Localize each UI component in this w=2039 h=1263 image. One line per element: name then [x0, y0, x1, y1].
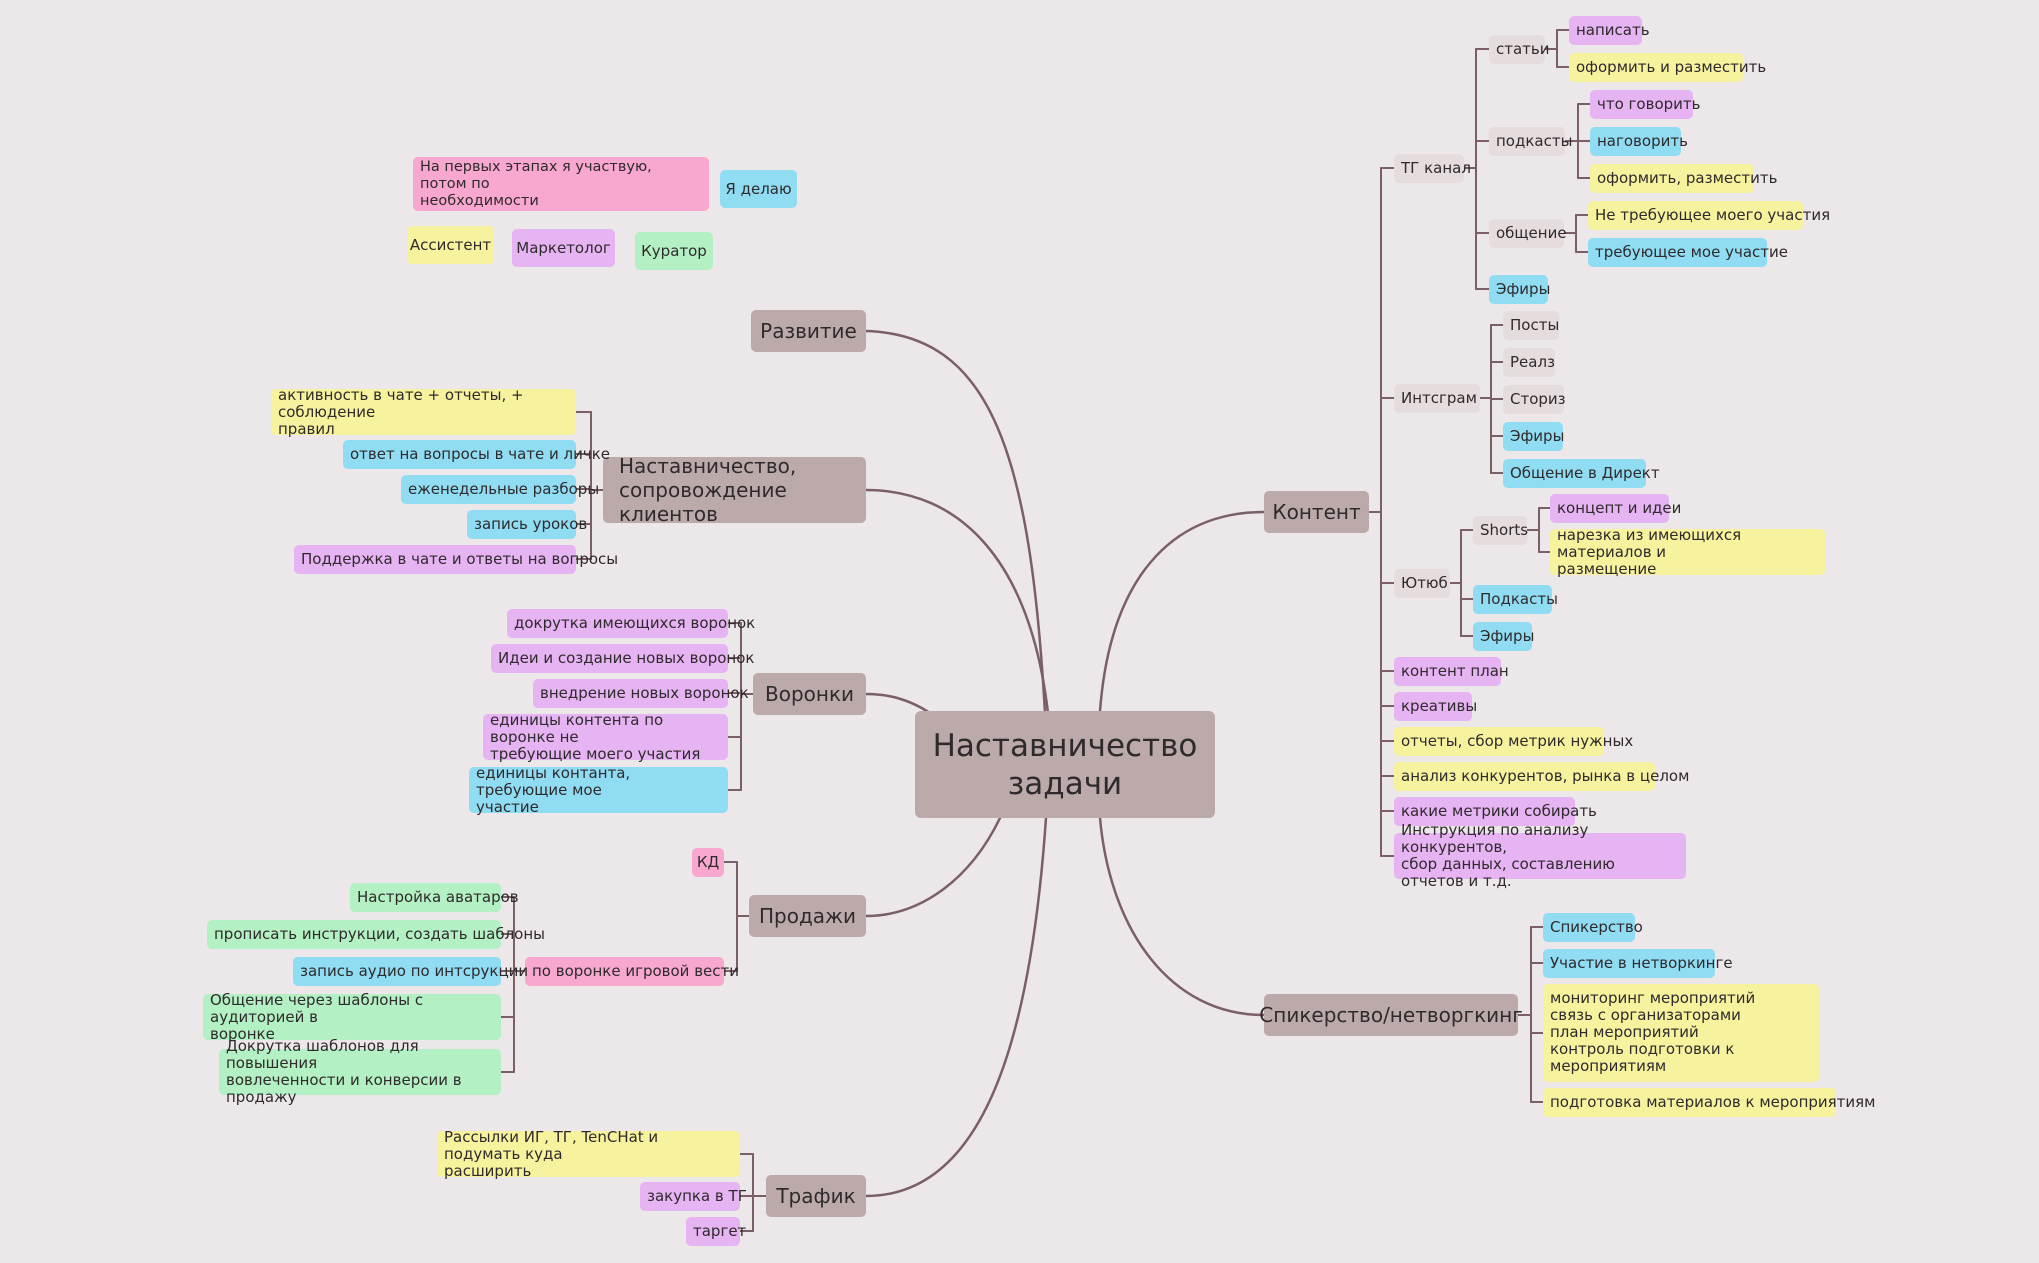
branch-funnels[interactable]: Воронки: [753, 673, 866, 715]
tg-articles[interactable]: статьи: [1489, 35, 1550, 64]
legend-assistant[interactable]: Ассистент: [407, 226, 494, 264]
legend-i-do[interactable]: Я делаю: [720, 170, 797, 208]
sales-game-funnel[interactable]: по воронке игровой вести: [525, 957, 739, 986]
shorts-item[interactable]: концепт и идеи: [1550, 494, 1681, 523]
connector-line: [1098, 816, 1266, 1017]
branch-speaking[interactable]: Спикерство/нетворгкинг: [1259, 994, 1523, 1036]
speaking-item[interactable]: Спикерство: [1543, 913, 1643, 942]
legend-note[interactable]: На первых этапах я участвую, потом по не…: [413, 157, 709, 211]
instagram-item[interactable]: Эфиры: [1503, 422, 1564, 451]
content-instagram[interactable]: Интсграм: [1394, 384, 1480, 413]
connector-line: [864, 488, 1050, 715]
speaking-item[interactable]: Участие в нетворкинге: [1543, 949, 1733, 978]
traffic-item[interactable]: закупка в ТГ: [640, 1182, 747, 1211]
instagram-item[interactable]: Общение в Директ: [1503, 459, 1660, 488]
connector-line: [864, 329, 1047, 715]
tg-podcasts-item[interactable]: наговорить: [1590, 127, 1688, 156]
content-item[interactable]: отчеты, сбор метрик нужных: [1394, 727, 1633, 756]
mentoring-item[interactable]: Поддержка в чате и ответы на вопросы: [294, 545, 618, 574]
tg-communication-item[interactable]: Не требующее моего участия: [1588, 201, 1830, 230]
branch-development[interactable]: Развитие: [751, 310, 866, 352]
sales-kd[interactable]: КД: [692, 848, 724, 877]
mentoring-item[interactable]: ответ на вопросы в чате и личке: [343, 440, 610, 469]
mentoring-item[interactable]: еженедельные разборы: [401, 475, 599, 504]
funnels-item[interactable]: единицы контанта, требующие мое участие: [469, 764, 728, 815]
youtube-podcasts[interactable]: Подкасты: [1473, 585, 1558, 614]
content-item[interactable]: анализ конкурентов, рынка в целом: [1394, 762, 1689, 791]
funnels-item[interactable]: Идеи и создание новых воронок: [491, 644, 754, 673]
speaking-item[interactable]: подготовка материалов к мероприятиям: [1543, 1088, 1876, 1117]
game-item[interactable]: прописать инструкции, создать шаблоны: [207, 920, 545, 949]
content-item[interactable]: креативы: [1394, 692, 1477, 721]
instagram-item[interactable]: Сториз: [1503, 385, 1566, 414]
funnels-item[interactable]: внедрение новых воронок: [533, 679, 749, 708]
game-item[interactable]: Общение через шаблоны с аудиторией в вор…: [203, 991, 501, 1042]
funnels-item[interactable]: единицы контента по воронке не требующие…: [483, 711, 728, 762]
game-item[interactable]: Настройка аватаров: [350, 883, 519, 912]
central-topic[interactable]: Наставничество задачи: [915, 711, 1215, 818]
content-item[interactable]: какие метрики собирать: [1394, 797, 1597, 826]
game-item[interactable]: запись аудио по интсрукции: [293, 957, 528, 986]
content-item[interactable]: контент план: [1394, 657, 1509, 686]
instagram-item[interactable]: Посты: [1503, 311, 1559, 340]
youtube-streams[interactable]: Эфиры: [1473, 622, 1534, 651]
tg-podcasts-item[interactable]: оформить, разместить: [1590, 164, 1777, 193]
instagram-item[interactable]: Реалз: [1503, 348, 1555, 377]
branch-content[interactable]: Контент: [1264, 491, 1369, 533]
mentoring-item[interactable]: активность в чате + отчеты, + соблюдение…: [271, 386, 576, 437]
tg-podcasts[interactable]: подкасты: [1489, 127, 1572, 156]
tg-articles-item[interactable]: оформить и разместить: [1569, 53, 1766, 82]
game-item[interactable]: Докрутка шаблонов для повышения вовлечен…: [219, 1038, 501, 1106]
connector-line: [864, 816, 1048, 1198]
tg-communication-item[interactable]: требующее мое участие: [1588, 238, 1788, 267]
tg-streams[interactable]: Эфиры: [1489, 275, 1550, 304]
youtube-shorts[interactable]: Shorts: [1473, 516, 1528, 545]
legend-curator[interactable]: Куратор: [635, 232, 713, 270]
speaking-item[interactable]: мониторинг мероприятий связь с организат…: [1543, 984, 1819, 1082]
mentoring-item[interactable]: запись уроков: [467, 510, 587, 539]
content-item[interactable]: Инструкция по анализу конкурентов, сбор …: [1394, 822, 1686, 890]
tg-communication[interactable]: общение: [1489, 219, 1567, 248]
branch-mentoring[interactable]: Наставничество, сопровождение клиентов: [603, 454, 866, 526]
tg-articles-item[interactable]: написать: [1569, 16, 1650, 45]
traffic-item[interactable]: таргет: [686, 1217, 746, 1246]
content-tg-channel[interactable]: ТГ канал: [1394, 154, 1471, 183]
content-youtube[interactable]: Ютюб: [1394, 569, 1450, 598]
branch-traffic[interactable]: Трафик: [766, 1175, 866, 1217]
shorts-item[interactable]: нарезка из имеющихся материалов и размещ…: [1550, 526, 1825, 577]
connector-line: [864, 816, 1002, 918]
tg-podcasts-item[interactable]: что говорить: [1590, 90, 1700, 119]
traffic-item[interactable]: Рассылки ИГ, ТГ, TenCHat и подумать куда…: [437, 1128, 740, 1179]
connector-line: [1098, 510, 1266, 713]
legend-marketer[interactable]: Маркетолог: [512, 229, 615, 267]
branch-sales[interactable]: Продажи: [749, 895, 866, 937]
funnels-item[interactable]: докрутка имеющихся воронок: [507, 609, 755, 638]
